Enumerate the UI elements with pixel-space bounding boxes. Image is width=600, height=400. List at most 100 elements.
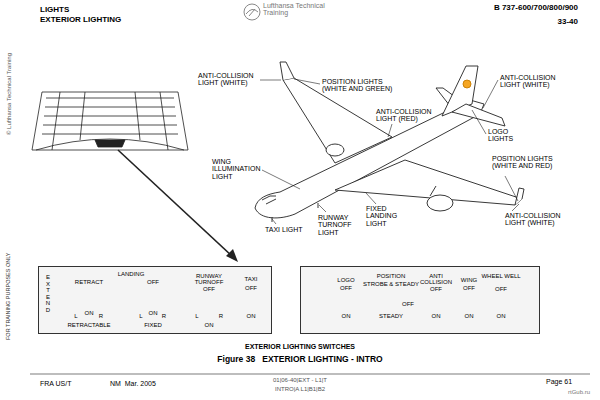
switch-label: OFF — [147, 279, 159, 285]
figure-caption: Figure 38 EXTERIOR LIGHTING - INTRO — [217, 355, 382, 364]
panel-row — [42, 134, 178, 135]
switch-label: LANDING — [118, 271, 145, 277]
page-label: FOR TRAINING PURPOSES ONLY — [6, 252, 12, 340]
switch-label: EXTEND — [45, 274, 51, 314]
callout-label: ANTI-COLLISION LIGHT (RED) — [376, 108, 438, 123]
line-art — [262, 196, 276, 204]
switch-label: ON — [342, 313, 351, 319]
page-label: Lufthansa Technical Training — [263, 2, 335, 17]
switch-label: OFF — [340, 285, 352, 291]
callout-label: WING ILLUMINATION LIGHT — [212, 158, 262, 180]
line-art — [463, 80, 471, 88]
switch-label: WING — [461, 277, 477, 283]
line-art — [472, 110, 486, 134]
callout-label: POSITION LIGHTS (WHITE AND RED) — [492, 155, 570, 170]
switch-label: RUNWAY TURNOFF — [189, 273, 229, 285]
page-label: INTRO|A L1|B1|B2 — [275, 386, 325, 392]
line-art — [42, 98, 178, 134]
page-label: EXTERIOR LIGHTING — [40, 16, 121, 24]
line-art — [483, 80, 498, 108]
panel-row — [45, 107, 175, 108]
callout-label: LOGO LIGHTS — [488, 128, 523, 143]
line-art — [430, 186, 436, 196]
aircraft — [255, 62, 524, 222]
switch-label: STEADY — [379, 313, 403, 319]
switch-label: OFF — [430, 286, 442, 292]
line-art — [226, 249, 238, 262]
page-label: 33-40 — [558, 18, 578, 26]
line-art — [366, 193, 376, 204]
callout-label: ANTI-COLLISION LIGHT (WHITE) — [505, 212, 567, 227]
line-art — [272, 203, 318, 222]
switch-label: OFF — [245, 285, 257, 291]
switch-label: LOGO — [337, 277, 354, 283]
switch-label: POSITION — [377, 273, 406, 279]
panel-row — [43, 125, 177, 126]
switch-panel: LOGO OFF ON POSITION STROBE & STEADY OFF STEAD… — [300, 266, 540, 334]
switch-label: OFF — [495, 286, 507, 292]
switch-label: ON — [149, 310, 158, 316]
line-art — [388, 124, 392, 137]
switch-label: ON — [432, 313, 441, 319]
page-label: FRA US/T — [40, 380, 72, 387]
switch-label: R — [219, 313, 223, 319]
callout-label: ANTI-COLLISION LIGHT (WHITE) — [500, 74, 562, 89]
line-art — [452, 104, 505, 126]
switch-label: R — [162, 313, 166, 319]
switch-label: FIXED — [144, 322, 162, 328]
line-art — [319, 205, 326, 212]
line-art — [294, 79, 320, 84]
cockpit-detail — [32, 92, 188, 150]
switch-label: OFF — [203, 286, 215, 292]
callout-label: ANTI-COLLISION LIGHT (WHITE) — [198, 72, 260, 87]
page-label: rtGub.ru — [568, 389, 590, 395]
switch-label: OFF — [402, 301, 414, 307]
callout-label: FIXED LANDING LIGHT — [366, 205, 411, 227]
line-art — [272, 219, 276, 224]
switch-label: ON — [497, 313, 506, 319]
page-label: EXTERIOR LIGHTING SWITCHES — [245, 343, 355, 350]
page-title: LIGHTS — [40, 6, 69, 14]
switch-label: OFF — [463, 285, 475, 291]
switch-label: ON — [465, 313, 474, 319]
switch-label: RETRACT — [75, 279, 103, 285]
page-label: 01|06-40|EXT - L1|T — [273, 377, 327, 383]
switch-label: WHEEL WELL — [481, 273, 521, 279]
switch-label: ANTI COLLISION — [416, 273, 456, 285]
line-art — [32, 92, 188, 150]
line-art — [95, 140, 125, 147]
page-label: © Lufthansa Technical Training — [6, 53, 12, 135]
page-label: Page 61 — [546, 378, 572, 385]
switch-label: ON — [85, 310, 94, 316]
page-label: NM Mar. 2005 — [110, 380, 156, 387]
switch-label: R — [99, 313, 103, 319]
callout-label: TAXI LIGHT — [265, 226, 303, 233]
switch-label: RETRACTABLE — [67, 322, 110, 328]
line-art — [262, 170, 300, 189]
switch-label: TAXI — [245, 276, 258, 282]
switch-label: ON — [205, 322, 214, 328]
line-art — [512, 204, 519, 211]
panel-row — [44, 116, 176, 117]
page-label: B 737-600/700/800/900 — [494, 4, 578, 12]
line-art — [280, 62, 294, 80]
switch-label: L — [139, 313, 142, 319]
line-art — [427, 195, 453, 211]
line-art — [515, 188, 524, 205]
line-art — [246, 9, 258, 16]
footer-rule — [30, 374, 590, 375]
line-art — [326, 144, 344, 156]
panel-row — [46, 98, 174, 99]
line-art — [260, 80, 281, 81]
line-art — [36, 139, 184, 150]
logo-mark — [244, 4, 260, 20]
line-art — [505, 176, 518, 201]
line-art — [52, 92, 168, 150]
switch-label: ON — [247, 313, 256, 319]
line-art — [255, 100, 484, 218]
callout-label: RUNWAY TURNOFF LIGHT — [318, 214, 358, 236]
line-art — [244, 4, 260, 20]
switch-label: STROBE & STEADY — [363, 281, 419, 287]
